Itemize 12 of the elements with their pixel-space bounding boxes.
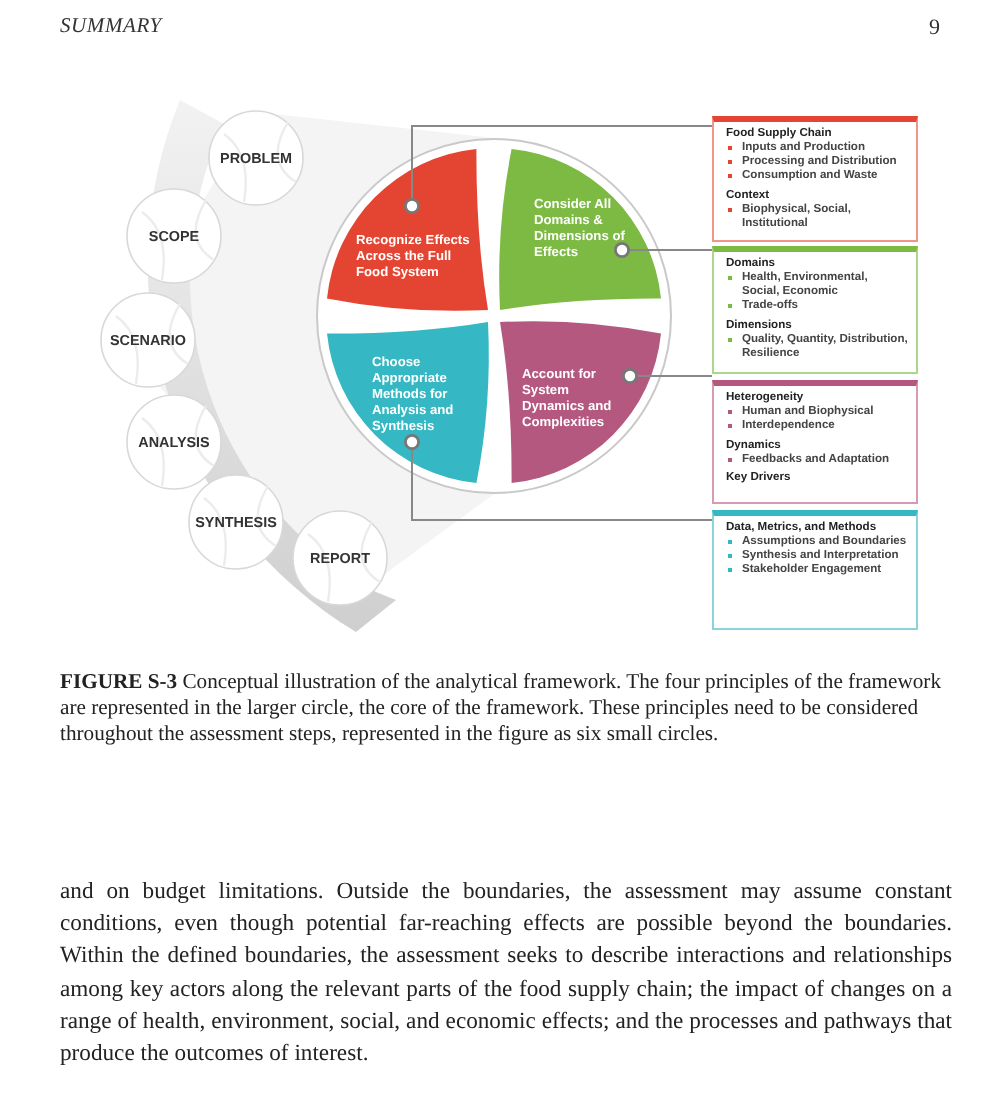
info-card xyxy=(712,246,918,374)
page-number: 9 xyxy=(929,16,940,40)
figure-caption: FIGURE S-3 Conceptual illustration of the analytical framework. The four principles of the framework are represented in the larger circle, the core of the framework. These principles need to be considered throughout the assessment steps, represented in the figure as six small circles. xyxy=(60,670,944,750)
info-card xyxy=(712,116,918,242)
running-head: SUMMARY xyxy=(60,16,162,38)
leader-line xyxy=(404,125,713,214)
leader-line xyxy=(404,434,713,521)
body-paragraph: and on budget limitations. Outside the boundaries, the assessment may assume constant conditions, even though potential far-reaching effects are possible beyond the boundaries. Within the defined boundaries, the assessment seeks to describe interactions and relationships among key actors along the relevant parts of the food supply chain; the impact of changes on a range of health, environment, social, and economic effects; and the processes and pathways that produce the outcomes of interest. xyxy=(60,876,952,1071)
leader-line xyxy=(614,242,713,258)
leader-line xyxy=(622,368,713,384)
info-card xyxy=(712,380,918,504)
info-card xyxy=(712,510,918,630)
